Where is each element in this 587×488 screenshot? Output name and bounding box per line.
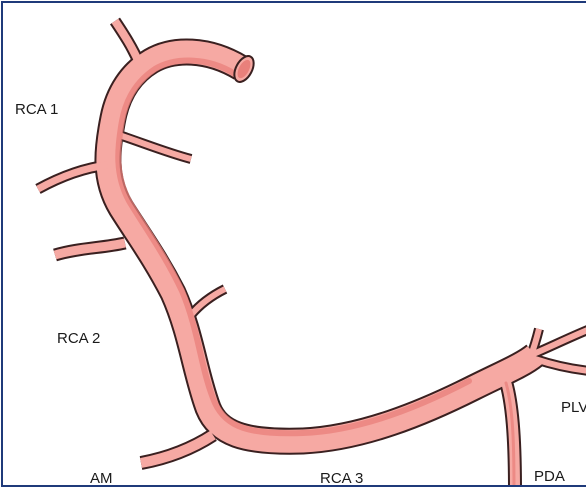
label-rca3: RCA 3 [320, 471, 363, 486]
coronary-artery-illustration [3, 3, 586, 487]
label-am: AM [90, 471, 113, 486]
branch-top [115, 21, 140, 65]
label-rca1: RCA 1 [15, 102, 58, 117]
label-plv: PLV [561, 400, 586, 415]
label-pda: PDA [534, 469, 565, 484]
branch-rca1-right [119, 135, 191, 159]
branch-mid-right [191, 289, 225, 315]
rca-main-trunk-shade [118, 61, 469, 434]
vessel-fill-layer [38, 21, 586, 487]
label-rca2: RCA 2 [57, 331, 100, 346]
